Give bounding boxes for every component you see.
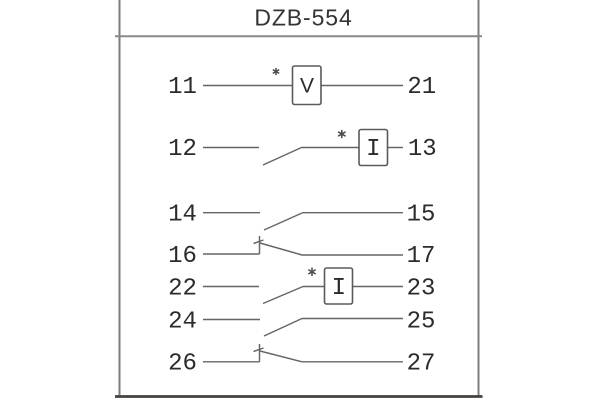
svg-text:14: 14 <box>168 202 197 229</box>
svg-text:26: 26 <box>168 351 197 378</box>
svg-text:22: 22 <box>168 275 197 302</box>
svg-text:15: 15 <box>407 202 436 229</box>
svg-text:17: 17 <box>407 243 436 270</box>
svg-text:DZB-554: DZB-554 <box>254 5 352 31</box>
svg-text:27: 27 <box>407 351 436 378</box>
svg-text:25: 25 <box>407 308 436 335</box>
svg-text:13: 13 <box>408 136 437 163</box>
svg-text:16: 16 <box>168 243 197 270</box>
svg-text:21: 21 <box>407 74 436 101</box>
svg-text:24: 24 <box>168 308 197 335</box>
svg-text:12: 12 <box>168 136 197 163</box>
svg-text:11: 11 <box>168 74 197 101</box>
svg-text:V: V <box>300 75 314 98</box>
svg-text:I: I <box>366 136 380 163</box>
svg-text:I: I <box>332 275 346 302</box>
svg-text:23: 23 <box>407 275 436 302</box>
